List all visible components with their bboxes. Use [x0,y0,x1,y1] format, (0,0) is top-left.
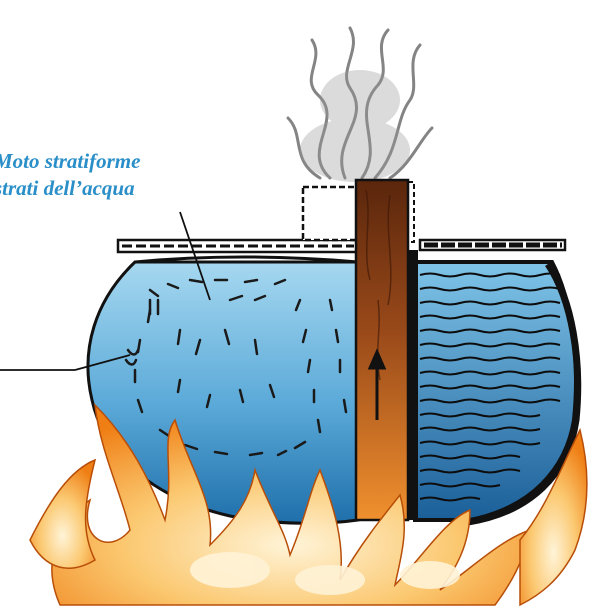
chimney [356,180,408,520]
inner-wall [408,250,418,520]
smoke-haze [300,70,410,182]
caption-line-2: strati dell’acqua [0,175,135,201]
flue-outlet [303,187,357,240]
caption-line-1: Moto stratiforme [0,148,140,174]
pot-lid [118,240,565,252]
